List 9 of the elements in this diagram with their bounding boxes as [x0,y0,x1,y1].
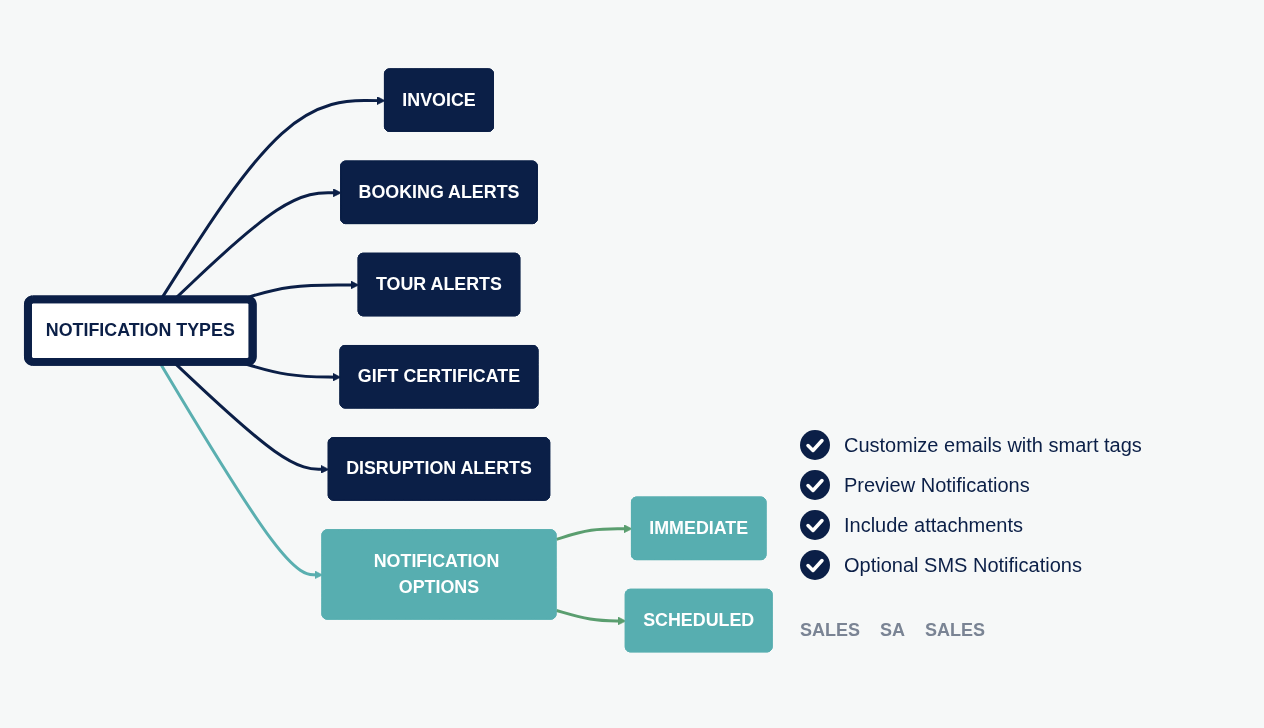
arrow [556,608,627,625]
checklist-item: Include attachments [844,513,1023,537]
faint-label: SALES [800,620,860,641]
checklist-item: Customize emails with smart tags [844,433,1142,457]
faint-label: SALES [925,620,986,641]
faint-label: SA [880,620,906,641]
checklist-item: Optional SMS Notifications [844,553,1082,577]
arrow [556,524,633,541]
checklist-item: Preview Notifications [844,473,1030,497]
